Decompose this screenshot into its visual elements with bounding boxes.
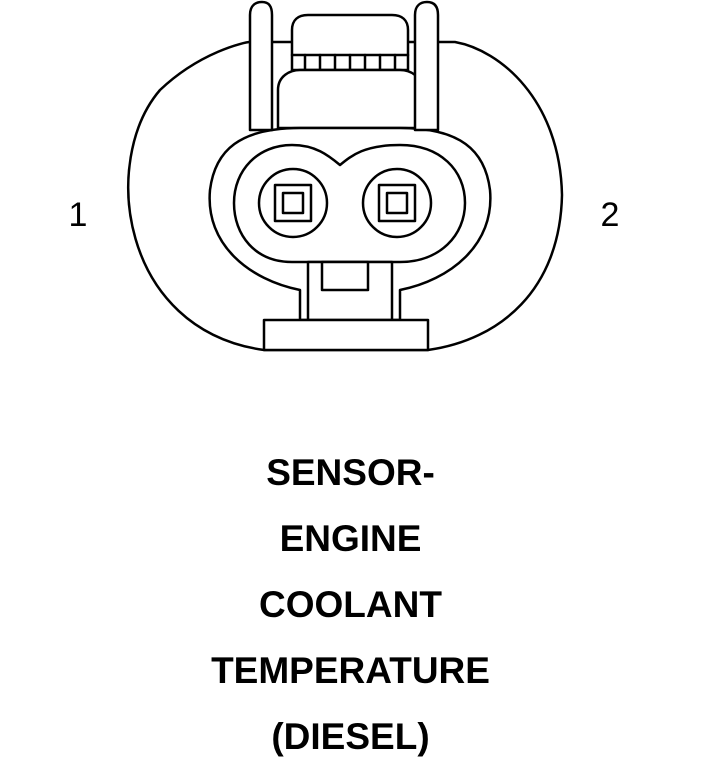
- caption-line-5: (DIESEL): [271, 716, 430, 757]
- pin-2-terminal-square-outer: [377, 183, 417, 223]
- caption-line-3: COOLANT: [259, 584, 442, 625]
- caption-line-4: TEMPERATURE: [211, 650, 490, 691]
- keying-notch: [320, 260, 370, 292]
- caption-line-2: ENGINE: [279, 518, 422, 559]
- latch-ridges: [303, 53, 397, 72]
- pin-1-label: 1: [69, 196, 88, 234]
- latch-arm-right: [413, 0, 440, 132]
- latch-block: [276, 68, 424, 130]
- caption-line-1: SENSOR-: [266, 452, 435, 493]
- base-flange: [262, 318, 430, 352]
- latch-arm-left: [248, 0, 274, 132]
- pin-1-terminal-square-inner: [281, 191, 305, 215]
- diagram-caption: SENSOR- ENGINE COOLANT TEMPERATURE (DIES…: [0, 440, 701, 770]
- pin-2-label: 2: [601, 196, 620, 234]
- pin-2-terminal-square-inner: [385, 191, 409, 215]
